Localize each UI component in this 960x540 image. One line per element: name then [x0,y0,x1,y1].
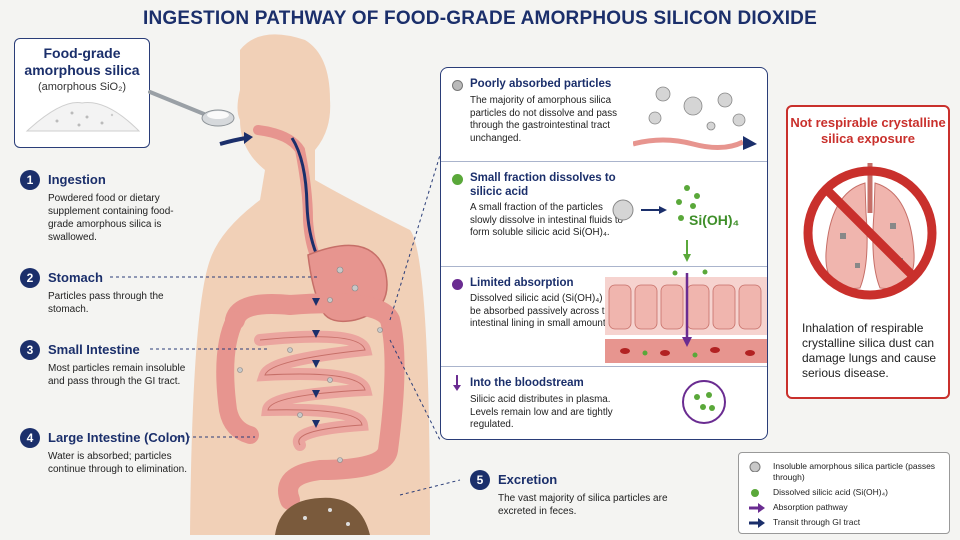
step-number: 3 [20,340,40,360]
absorption-detail-panel: Poorly absorbed particles The majority o… [440,67,768,440]
spoon-icon [148,90,235,127]
step-title: Stomach [48,270,103,285]
step-number: 1 [20,170,40,190]
prohibited-lungs-icon [803,163,937,300]
step-ingestion: 1 Ingestion Powdered food or dietary sup… [20,170,190,243]
step-number: 4 [20,428,40,448]
step-stomach: 2 Stomach Particles pass through the sto… [20,268,190,318]
silica-formula: (amorphous SiO₂) [37,81,127,93]
section-text: The majority of amorphous silica particl… [470,95,618,144]
gi-tract-illustration [190,34,430,535]
dissolution-icon [612,185,700,262]
step-title: Small Intestine [48,342,140,357]
step-title: Large Intestine (Colon) [48,430,190,445]
intake-arrow-icon [219,132,253,146]
section-bloodstream: Into the bloodstream Silicic acid distri… [441,366,767,441]
step-excretion: 5 Excretion The vast majority of silica … [470,470,690,520]
grey-particle-icon [749,461,761,472]
section-heading: Poorly absorbed particles [470,78,612,90]
plasma-circle-icon [682,380,726,424]
warning-text: Inhalation of respirable crystalline sil… [802,321,937,380]
section-heading: Into the bloodstream [470,377,584,389]
section-heading: Limited absorption [470,277,574,289]
section-text: Silicic acid distributes in plasma. Leve… [470,394,613,430]
step-large-intestine: 4 Large Intestine (Colon) Water is absor… [20,428,190,488]
warning-heading: Not respirable crystalline silica exposu… [790,115,946,146]
section-text: A small fraction of the particles slowly… [470,202,624,238]
green-dot-icon [751,489,759,497]
step-small-intestine: 3 Small Intestine Most particles remain … [20,340,190,400]
legend-label: Transit through GI tract [773,517,861,527]
legend-label: Dissolved silicic acid (Si(OH)₄) [773,487,888,497]
section-heading: Small fraction dissolves to silicic acid [470,172,616,198]
silicic-acid-label: Si(OH)₄ [689,212,740,228]
green-dot-icon [452,174,463,185]
step-number: 5 [470,470,490,490]
silica-heading: Food-grade amorphous silica [24,45,140,78]
step-text: Powdered food or dietary supplement cont… [48,193,174,243]
purple-arrow-down-icon [453,375,461,391]
step-text: Particles pass through the stomach. [48,291,164,315]
step-title: Ingestion [48,172,106,187]
warning-box: Not respirable crystalline silica exposu… [786,105,950,399]
section-limited-absorption: Limited absorption Dissolved silicic aci… [441,266,767,366]
particles-passing-icon [633,86,757,150]
grey-particle-icon [452,80,463,91]
purple-dot-icon [452,279,463,290]
legend-label: Absorption pathway [773,502,848,512]
page-title: INGESTION PATHWAY OF FOOD-GRADE AMORPHOU… [143,8,817,29]
legend-label: Insoluble amorphous silica particle (pas… [773,461,936,482]
intestinal-lining-icon [605,269,767,363]
step-text: Water is absorbed; particles continue th… [48,451,187,475]
legend: Insoluble amorphous silica particle (pas… [738,452,950,534]
step-text: Most particles remain insoluble and pass… [48,363,186,387]
navy-arrow-icon [749,518,765,528]
section-text: Dissolved silicic acid (Si(OH)₄) may be … [470,293,624,329]
purple-arrow-icon [749,503,765,513]
step-number: 2 [20,268,40,288]
section-poorly-absorbed: Poorly absorbed particles The majority o… [441,68,767,161]
step-text: The vast majority of silica particles ar… [498,493,668,517]
section-dissolves: Small fraction dissolves to silicic acid… [441,161,767,266]
step-title: Excretion [498,472,558,487]
silica-powder-icon [25,102,141,132]
